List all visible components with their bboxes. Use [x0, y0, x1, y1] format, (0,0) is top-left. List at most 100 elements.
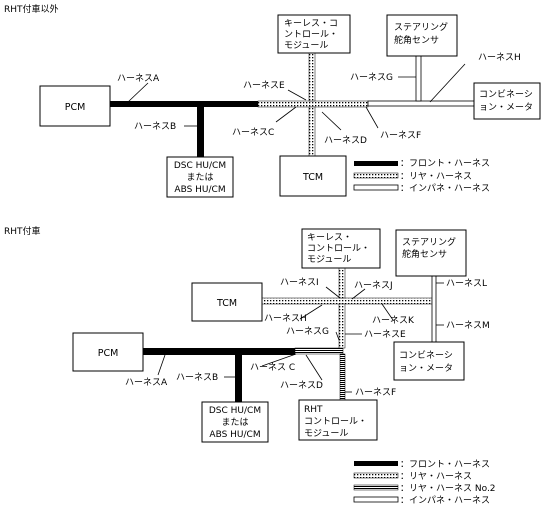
harness-b-label: ハーネスB [134, 121, 176, 132]
keyless-box-2 [301, 228, 381, 269]
harness-j-label-2: ハーネスJ [354, 280, 393, 291]
harness-d-label: ハーネスD [324, 135, 367, 146]
legend-rear-swatch-2 [353, 472, 399, 479]
legend-instrument-label-2: ：インパネ・ハーネス [400, 495, 490, 506]
harness-l-label-2: ハーネスL [446, 278, 487, 289]
dsc-box-2 [201, 401, 269, 443]
dsc-box [166, 156, 234, 198]
harness-g-label-2: ハーネスG [286, 326, 329, 337]
harness-g-wire-2 [338, 303, 346, 349]
harness-b-wire-2 [235, 352, 242, 404]
legend-rear-no2-label-2: ：リヤ・ハーネス No.2 [400, 483, 496, 494]
harness-c-e-wire [257, 100, 369, 108]
rht-label-line2: コントロール・ [304, 417, 367, 427]
harness-f-wire [367, 100, 475, 107]
dsc-label-2-line3: ABS HU/CM [209, 430, 260, 440]
harness-i-wire-2 [338, 267, 346, 299]
legend-front-label: ：フロント・ハーネス [400, 158, 490, 169]
section-2-leaders [157, 282, 444, 393]
harness-h-label-2: ハーネスH [264, 313, 307, 324]
keyless-label-line2: ントロール・ [284, 30, 338, 40]
section-1-wires [110, 52, 475, 160]
combination-meter-box [473, 82, 541, 120]
pcm-box-2 [72, 332, 144, 372]
tcm-box-2 [191, 282, 263, 322]
combination-label-line2: ョン・メータ [479, 102, 533, 113]
keyless-label-2-line1: キーレス・ [307, 233, 352, 243]
rht-label-line1: RHT [304, 405, 323, 415]
pcm-box [39, 85, 111, 127]
keyless-label-line1: キーレス・コ [284, 19, 338, 29]
keyless-label-2-line3: モジュール [307, 255, 351, 265]
section-2-wires [143, 267, 437, 404]
combination-meter-box-2 [393, 341, 465, 381]
combination-label-2-line2: ョン・メータ [399, 363, 453, 374]
harness-h-label: ハーネスH [478, 52, 521, 63]
legend-rear-swatch [353, 172, 399, 179]
harness-e-wire [308, 52, 316, 102]
harness-f-label-2: ハーネスF [355, 387, 396, 398]
pcm-label: PCM [65, 102, 86, 113]
harness-m-label-2: ハーネスM [446, 320, 490, 331]
harness-k-label-2: ハーネスK [372, 315, 415, 326]
harness-c-wire-2 [294, 347, 344, 355]
dsc-label-2-line1: DSC HU/CM [209, 406, 261, 416]
rht-control-module-box [298, 399, 378, 441]
steering-label-2-line2: 舵角センサ [402, 248, 447, 260]
section-2-title: RHT付車 [4, 225, 41, 237]
tcm-label: TCM [302, 172, 323, 183]
tcm-box [279, 155, 347, 197]
harness-i-label-2: ハーネスI [280, 277, 319, 288]
dsc-label-line2: または [186, 172, 213, 183]
section-1-leaders [127, 63, 466, 131]
dsc-label-2-line2: または [221, 417, 248, 428]
legend-instrument-swatch [353, 184, 399, 191]
steering-box-2 [395, 229, 467, 277]
legend-front-label-2: ：フロント・ハーネス [400, 459, 490, 470]
legend-rear-label: ：リヤ・ハーネス [400, 171, 472, 182]
section-1-title: RHT付車以外 [4, 3, 59, 15]
legend-rear-label-2: ：リヤ・ハーネス [400, 471, 472, 482]
harness-c-label-2: ハーネス C [250, 362, 295, 373]
harness-d-wire [308, 106, 316, 158]
steering-label-line1: ステアリング [394, 21, 448, 33]
harness-b-label-2: ハーネスB [176, 372, 218, 383]
tcm-label-2: TCM [216, 298, 237, 309]
harness-g-label: ハーネスG [350, 72, 393, 83]
harness-i-j-wire-2 [261, 297, 433, 305]
section-1: RHT付車以外 PCM DSC HU/CM または ABS [4, 3, 541, 198]
dsc-label-line3: ABS HU/CM [174, 185, 225, 195]
section-2: RHT付車 [4, 225, 496, 506]
legend-rear-no2-swatch-2 [353, 484, 399, 491]
legend-front-swatch-2 [354, 461, 398, 466]
steering-box [386, 14, 458, 57]
steering-label-2-line1: ステアリング [402, 236, 456, 248]
rht-label-line3: モジュール [304, 429, 348, 439]
legend-front-swatch [354, 161, 398, 166]
section-1-legend: ：フロント・ハーネス ：リヤ・ハーネス ：インパネ・ハーネス [353, 158, 490, 194]
keyless-label-2-line2: コントロール・ [307, 244, 370, 254]
combination-label-line1: コンビネーシ [479, 89, 533, 100]
harness-f-label: ハーネスF [380, 130, 421, 141]
harness-a-wire [110, 101, 258, 107]
legend-instrument-label: ：インパネ・ハーネス [400, 183, 490, 194]
combination-label-2-line1: コンビネーシ [399, 350, 453, 361]
harness-c-label: ハーネスC [232, 127, 274, 138]
harness-e-label: ハーネスE [243, 80, 285, 91]
harness-f-wire-2 [339, 353, 346, 401]
harness-b-wire [197, 104, 204, 160]
harness-l-m-wire-2 [431, 275, 437, 343]
pcm-label-2: PCM [98, 348, 119, 359]
harness-e-label-2: ハーネスE [364, 329, 406, 340]
steering-label-line2: 舵角センサ [394, 34, 439, 46]
harness-a-wire-2 [143, 348, 295, 355]
dsc-label-line1: DSC HU/CM [174, 161, 226, 171]
keyless-label-line3: モジュール [284, 41, 328, 51]
harness-d-label-2: ハーネスD [280, 380, 323, 391]
harness-a-label-2: ハーネスA [125, 377, 168, 388]
section-2-legend: ：フロント・ハーネス ：リヤ・ハーネス ：リヤ・ハーネス No.2 ：インパネ・… [353, 459, 496, 506]
harness-g-wire [415, 55, 422, 102]
legend-instrument-swatch-2 [353, 496, 399, 503]
keyless-box [277, 14, 351, 54]
